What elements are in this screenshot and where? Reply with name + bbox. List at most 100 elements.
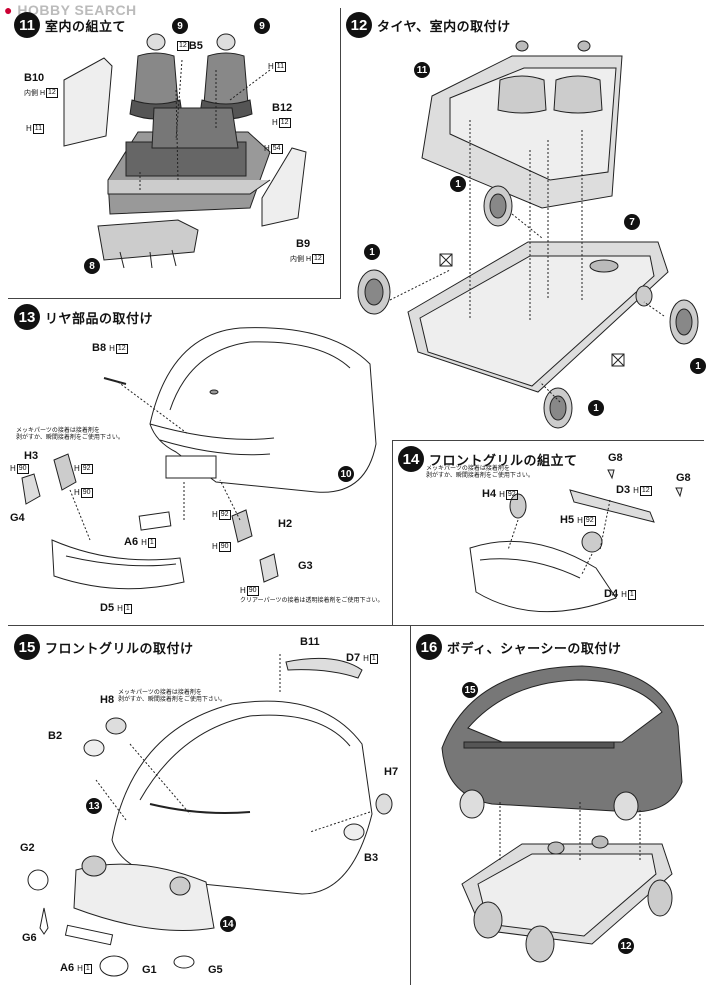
label-g6: G6 (22, 932, 37, 944)
label-a6-13-h1: 1 (147, 537, 156, 548)
label-g3: G3 (298, 560, 313, 572)
step-12-header: 12 タイヤ、室内の取付け (346, 12, 511, 38)
label-h7: H7 (384, 766, 399, 778)
callout-1-c: 1 (690, 358, 706, 374)
label-g4: G4 (10, 512, 25, 524)
label-h11-top-h: H (268, 62, 274, 72)
callout-15: 15 (462, 682, 478, 698)
label-b10-h12: 12 (46, 88, 58, 99)
label-h8: H8 (100, 694, 115, 706)
label-h92-left-box: 92 (80, 464, 93, 474)
label-d3-text: D3 (616, 484, 631, 496)
label-h54-box: 54 (270, 144, 283, 154)
door-panel-left-art (63, 57, 113, 147)
step-16-header: 16 ボディ、シャーシーの取付け (416, 634, 621, 660)
label-b8-text: B8 (92, 342, 107, 354)
label-h11-left-box: 11 (32, 124, 45, 134)
label-b8-h12: 12 (115, 343, 128, 354)
step-12-number: 12 (346, 12, 372, 38)
callout-10: 10 (338, 466, 354, 482)
label-h5-text: H5 (560, 514, 575, 526)
label-h11-top-box: 11 (274, 62, 287, 72)
label-h92-right-box: 92 (218, 510, 231, 520)
step-16-number: 16 (416, 634, 442, 660)
label-h90-g3-box: 90 (246, 586, 259, 596)
label-d5-text: D5 (100, 602, 115, 614)
step-14-header: 14 フロントグリルの組立て (398, 446, 578, 472)
label-d3-h12: 12 (639, 485, 652, 496)
callout-13: 13 (86, 798, 102, 814)
step-15-title: フロントグリルの取付け (45, 640, 194, 656)
label-b2: B2 (48, 730, 63, 742)
step-11-title: 室内の組立て (45, 18, 127, 34)
label-b10: B10 (24, 72, 45, 84)
note-plating-13: メッキパーツの接着は接着剤を 剥がすか、瞬間接着剤をご使用下さい。 (16, 428, 124, 441)
label-d4-h1: 1 (627, 589, 636, 600)
label-g8-a: G8 (608, 452, 623, 464)
divider-h-1 (8, 298, 341, 299)
label-g5: G5 (208, 964, 223, 976)
label-h5-h92: 92 (583, 515, 596, 526)
label-b9-h12: 12 (312, 254, 324, 265)
label-d5-h1: 1 (123, 603, 132, 614)
label-a6-15-h1: 1 (83, 963, 92, 974)
callout-9-right: 9 (254, 18, 270, 34)
label-b5-h12: 12 (177, 41, 189, 52)
divider-vertical-bot (410, 625, 411, 985)
label-d7-text: D7 (346, 652, 361, 664)
label-b10-sub-text: 内側 (24, 90, 38, 97)
label-b5-text: B5 (188, 40, 203, 52)
label-h2: H2 (278, 518, 293, 530)
label-d7-h1: 1 (369, 653, 378, 664)
step-11-header: 11 室内の組立て (14, 12, 126, 38)
callout-1-b: 1 (364, 244, 380, 260)
callout-1-a: 1 (450, 176, 466, 192)
label-h3: H3 (24, 450, 39, 462)
label-b9: B9 (296, 238, 311, 250)
label-a6-15-text: A6 (60, 962, 75, 974)
label-g1: G1 (142, 964, 157, 976)
label-d4-text: D4 (604, 588, 619, 600)
step-12-title: タイヤ、室内の取付け (377, 18, 511, 34)
label-h90-left-box: 90 (16, 464, 29, 474)
label-h4-text: H4 (482, 488, 497, 500)
callout-8: 8 (84, 258, 100, 274)
divider-h-3 (8, 625, 704, 626)
label-b12: B12 (272, 102, 293, 114)
watermark-logo: ● HOBBY SEARCH (4, 2, 137, 18)
label-b12-h12-box: 12 (278, 118, 291, 128)
divider-h-2 (392, 440, 704, 441)
divider-vertical-top (340, 8, 341, 298)
label-h90-mid-box: 90 (80, 488, 93, 498)
callout-9-left: 9 (172, 18, 188, 34)
callout-14: 14 (220, 916, 236, 932)
step-13-header: 13 リヤ部品の取付け (14, 304, 153, 330)
note-plating-15: メッキパーツの接着は接着剤を 剥がすか、瞬間接着剤をご使用下さい。 (118, 690, 226, 703)
step-11-number: 11 (14, 12, 40, 38)
label-h90-right-box: 90 (218, 542, 231, 552)
step-13-title: リヤ部品の取付け (45, 310, 154, 326)
label-a6-13-text: A6 (124, 536, 139, 548)
label-b11: B11 (300, 636, 320, 648)
step-14-number: 14 (398, 446, 424, 472)
